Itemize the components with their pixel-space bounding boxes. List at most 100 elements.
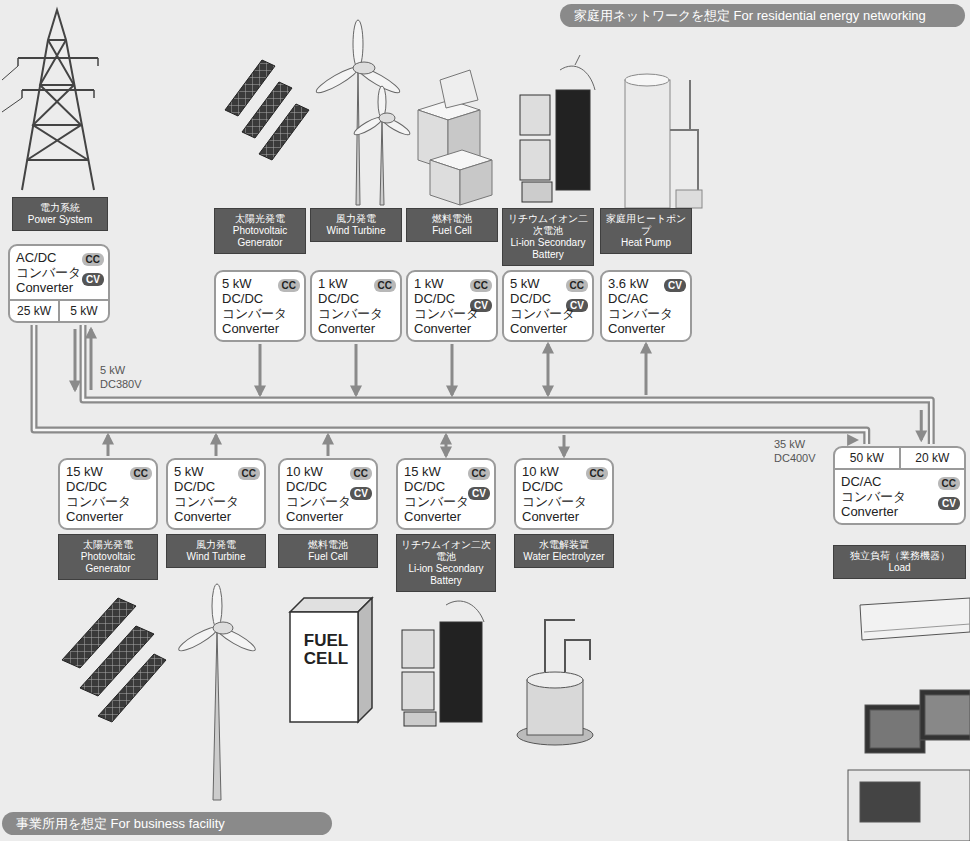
device-label: 水電解装置Water Electrolyzer xyxy=(514,534,614,568)
converter-text: コンバータ xyxy=(16,265,102,280)
device-name: 水電解装置 xyxy=(518,539,610,551)
converter-text: DC/DC xyxy=(522,479,606,494)
capacity-cell: 50 kW xyxy=(835,448,899,468)
converter-link xyxy=(645,344,648,395)
transmission-tower xyxy=(2,10,98,190)
converter-box: CCCV10 kWDC/DCコンバータConverter xyxy=(278,458,378,530)
bus-wiring xyxy=(34,325,931,456)
converter-box: CC5 kWDC/DCコンバータConverter xyxy=(166,458,266,530)
battery-racks-top xyxy=(520,55,595,202)
converter-text: DC/DC xyxy=(66,479,150,494)
device-name: 独立負荷（業務機器） xyxy=(837,550,962,562)
converter-body: CC5 kWDC/DCコンバータConverter xyxy=(168,460,264,528)
converter-text: コンバータ xyxy=(841,489,958,504)
converter-text: コンバータ xyxy=(522,494,606,509)
mode-badge: CC xyxy=(278,279,300,292)
mode-badge: CV xyxy=(938,497,960,510)
badge-wrap: CC xyxy=(566,275,588,293)
converter-text: コンバータ xyxy=(414,306,490,321)
mode-badge: CC xyxy=(130,467,152,480)
converter-body: CCCVDC/ACコンバータConverter xyxy=(835,470,964,523)
mode-badges: CC xyxy=(238,463,260,481)
flow-arrow xyxy=(74,329,77,390)
bus-label: DC400V xyxy=(772,452,818,465)
badge-wrap: CV xyxy=(82,269,104,287)
converter-text: 15 kW xyxy=(66,464,150,479)
device-name: 燃料電池 xyxy=(282,539,374,551)
converter-body: CC15 kWDC/DCコンバータConverter xyxy=(60,460,156,528)
converter-box: 50 kW20 kWCCCVDC/ACコンバータConverter xyxy=(833,446,966,525)
badge-wrap: CC xyxy=(130,463,152,481)
converter-link xyxy=(547,344,550,395)
device-name: Wind Turbine xyxy=(314,225,398,237)
mode-badges: CC xyxy=(130,463,152,481)
converter-link xyxy=(259,344,262,395)
converter-box: CCCVAC/DCコンバータConverter25 kW5 kW xyxy=(8,244,110,323)
mode-badge: CV xyxy=(468,487,490,500)
converter-text: 5 kW xyxy=(174,464,258,479)
mode-badge: CC xyxy=(82,253,104,266)
converter-link xyxy=(215,435,218,456)
device-name: Power System xyxy=(16,214,104,226)
mode-badges: CC xyxy=(278,275,300,293)
mode-badges: CC xyxy=(374,275,396,293)
capacity-row: 25 kW5 kW xyxy=(10,299,108,321)
water-electrolyzer xyxy=(517,620,593,745)
converter-body: CCCV5 kWDC/DCコンバータConverter xyxy=(504,272,592,340)
badge-wrap: CC xyxy=(374,275,396,293)
device-name: Li-ion Secondary Battery xyxy=(506,237,590,261)
converter-body: CC5 kWDC/DCコンバータConverter xyxy=(216,272,304,340)
mode-badge: CC xyxy=(374,279,396,292)
device-name: 太陽光発電 xyxy=(218,213,302,225)
converter-text: 10 kW xyxy=(286,464,370,479)
device-name: Li-ion Secondary Battery xyxy=(400,563,492,587)
converter-text: 1 kW xyxy=(318,276,394,291)
converter-link xyxy=(445,435,448,456)
device-name: Wind Turbine xyxy=(170,551,262,563)
badge-wrap: CC xyxy=(586,463,608,481)
office-equipment xyxy=(848,598,970,841)
device-name: 家庭用ヒートポンプ xyxy=(604,213,688,237)
device-label: 家庭用ヒートポンプHeat Pump xyxy=(600,208,692,254)
converter-link xyxy=(107,435,110,456)
converter-text: コンバータ xyxy=(286,494,370,509)
converter-text: Converter xyxy=(608,321,684,336)
device-name: Water Electrolyzer xyxy=(518,551,610,563)
badge-wrap: CC xyxy=(468,463,490,481)
mode-badge: CC xyxy=(586,467,608,480)
bus-dc-lower xyxy=(34,325,867,444)
converter-body: CC1 kWDC/DCコンバータConverter xyxy=(312,272,400,340)
converter-link xyxy=(451,344,454,395)
device-label: 太陽光発電Photovoltaic Generator xyxy=(214,208,306,254)
mode-badge: CC xyxy=(566,279,588,292)
converter-text: コンバータ xyxy=(608,306,684,321)
converter-text: Converter xyxy=(286,509,370,524)
converter-body: CCCV1 kWDC/DCコンバータConverter xyxy=(408,272,496,340)
wind-turbine-bottom xyxy=(176,584,257,800)
converter-text: Converter xyxy=(414,321,490,336)
converter-box: CC15 kWDC/DCコンバータConverter xyxy=(58,458,158,530)
converter-text: DC/DC xyxy=(222,291,298,306)
device-name: リチウムイオン二次電池 xyxy=(400,539,492,563)
converter-text: DC/DC xyxy=(318,291,394,306)
mode-badges: CC CV xyxy=(468,463,490,501)
device-name: リチウムイオン二次電池 xyxy=(506,213,590,237)
banner-text: 事業所用を想定 For business facility xyxy=(16,815,318,832)
device-name: 風力発電 xyxy=(170,539,262,551)
device-label: 風力発電Wind Turbine xyxy=(166,534,266,568)
banner-band: 家庭用ネットワークを想定 For residential energy netw… xyxy=(560,4,965,27)
badge-wrap: CC xyxy=(350,463,372,481)
converter-text: DC/AC xyxy=(608,291,684,306)
converter-text: Converter xyxy=(174,509,258,524)
bus-label: DC380V xyxy=(98,378,144,391)
badge-wrap: CV xyxy=(350,483,372,501)
converter-text: コンバータ xyxy=(318,306,394,321)
wind-turbine-top xyxy=(314,20,412,205)
bus-label: 5 kW xyxy=(98,364,127,377)
flow-arrow xyxy=(920,410,923,440)
mode-badge: CC xyxy=(350,467,372,480)
converter-body: CV3.6 kWDC/ACコンバータConverter xyxy=(602,272,690,340)
banner-text: 家庭用ネットワークを想定 For residential energy netw… xyxy=(574,7,951,24)
device-name: Load xyxy=(837,562,962,574)
